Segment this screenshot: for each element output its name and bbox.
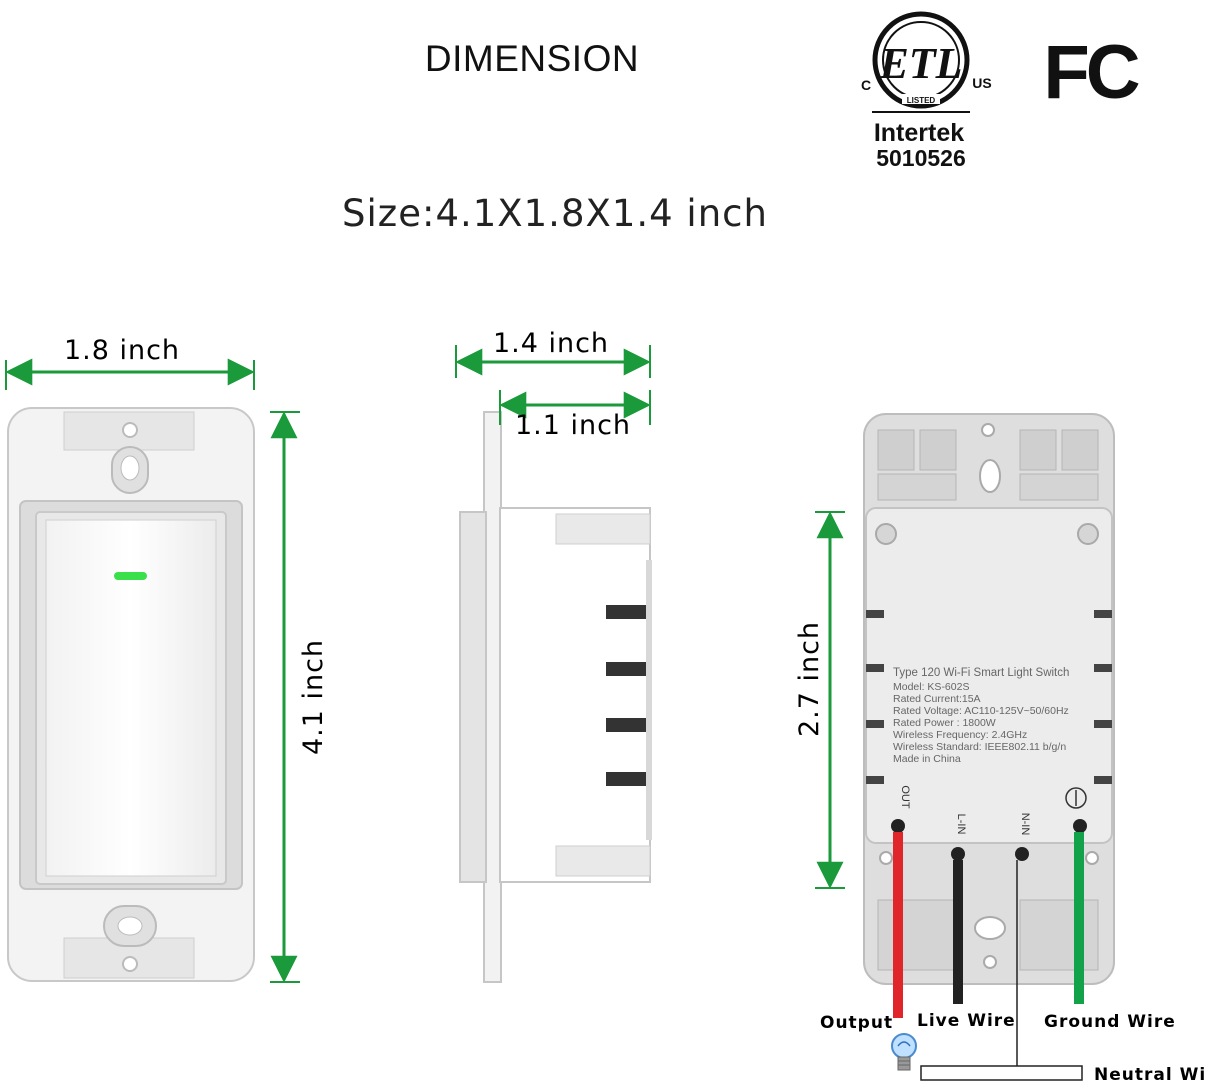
spec-line-6: Wireless Standard: IEEE802.11 b/g/n bbox=[893, 741, 1066, 753]
front-height-label: 4.1 inch bbox=[298, 639, 329, 755]
output-label: Output bbox=[820, 1013, 893, 1033]
back-view: Type 120 Wi-Fi Smart Light Switch Model:… bbox=[863, 413, 1115, 985]
spec-line-5: Wireless Frequency: 2.4GHz bbox=[893, 729, 1027, 741]
intertek-number: 5010526 bbox=[876, 145, 966, 171]
etl-mark: ETL bbox=[878, 39, 962, 88]
front-width-label: 1.8 inch bbox=[64, 335, 180, 366]
live-wire bbox=[953, 860, 963, 1004]
spec-line-2: Rated Current:15A bbox=[893, 693, 981, 705]
size-text: Size:4.1X1.8X1.4 inch bbox=[342, 192, 768, 235]
intertek-text: Intertek bbox=[874, 119, 964, 147]
neutral-wire bbox=[920, 860, 1083, 1081]
terminal-n-in: N-IN bbox=[1019, 813, 1031, 836]
back-height-dimension: 2.7 inch bbox=[794, 511, 845, 889]
fcc-mark: FC bbox=[1043, 30, 1138, 115]
side-body-depth-label: 1.1 inch bbox=[515, 410, 631, 441]
front-width-dimension: 1.8 inch bbox=[5, 335, 255, 390]
etl-logo: ETL C US LISTED Intertek 5010526 bbox=[861, 11, 992, 171]
ground-wire-label: Ground Wire bbox=[1044, 1012, 1176, 1032]
terminal-l-in: L-IN bbox=[955, 814, 967, 835]
front-height-dimension: 4.1 inch bbox=[270, 411, 329, 983]
fcc-logo: FC bbox=[1043, 30, 1142, 115]
spec-label: Type 120 Wi-Fi Smart Light Switch Model:… bbox=[893, 667, 1069, 765]
etl-us: US bbox=[972, 75, 991, 91]
side-body-depth-dimension: 1.1 inch bbox=[499, 390, 651, 441]
led-indicator bbox=[114, 572, 147, 580]
terminal-out: OUT bbox=[899, 785, 911, 809]
etl-listed: LISTED bbox=[907, 96, 936, 105]
front-view bbox=[7, 407, 255, 982]
side-total-depth-label: 1.4 inch bbox=[493, 328, 609, 359]
spec-line-7: Made in China bbox=[893, 753, 961, 765]
neutral-wire-label: Neutral Wire bbox=[1094, 1065, 1206, 1085]
etl-c: C bbox=[861, 77, 871, 93]
spec-line-1: Model: KS-602S bbox=[893, 681, 969, 693]
ground-wire bbox=[1074, 832, 1084, 1004]
back-height-label: 2.7 inch bbox=[794, 621, 825, 737]
page-title: DIMENSION bbox=[424, 38, 640, 79]
side-total-depth-dimension: 1.4 inch bbox=[455, 328, 651, 378]
side-view bbox=[459, 411, 652, 983]
spec-line-4: Rated Power : 1800W bbox=[893, 717, 996, 729]
spec-line-0: Type 120 Wi-Fi Smart Light Switch bbox=[893, 667, 1069, 679]
output-wire bbox=[893, 832, 903, 1018]
light-bulb-icon bbox=[891, 1033, 917, 1071]
wires bbox=[893, 832, 1084, 1081]
ground-symbol-icon bbox=[1065, 787, 1087, 809]
live-wire-label: Live Wire bbox=[917, 1011, 1016, 1031]
spec-line-3: Rated Voltage: AC110-125V~50/60Hz bbox=[893, 705, 1069, 717]
